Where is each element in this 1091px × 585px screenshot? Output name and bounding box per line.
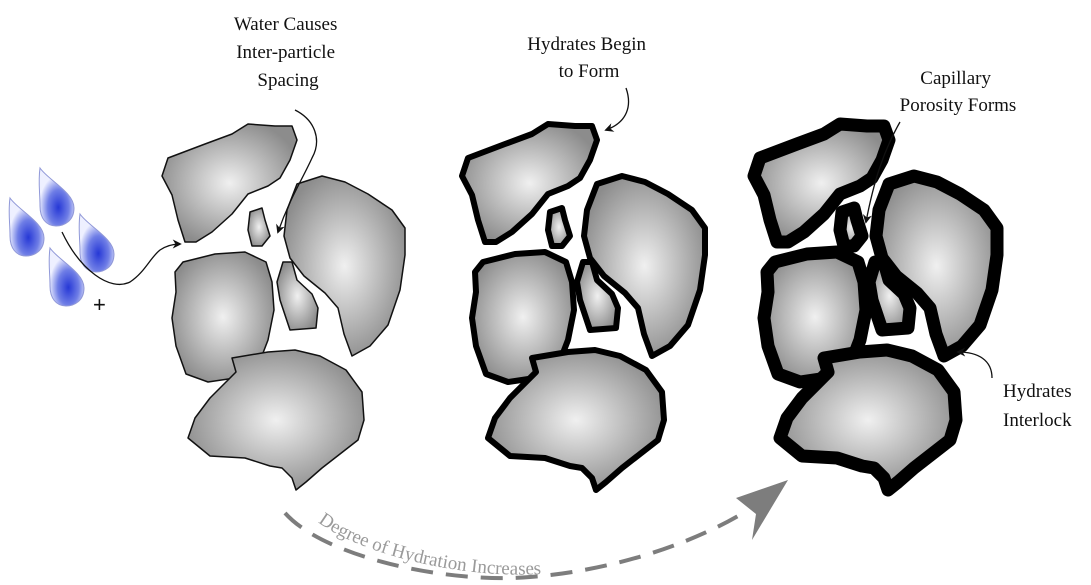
stage-3-particles: [754, 124, 997, 490]
degree-of-hydration-label: Degree of Hydration Increases: [315, 509, 542, 580]
water-drop-1: [39, 168, 74, 226]
hydration-progress-arrow: Degree of Hydration Increases: [285, 480, 788, 580]
progress-arrowhead: [736, 480, 788, 540]
label-hydrates-interlock: Hydrates Interlock: [1003, 381, 1076, 431]
label-capillary-porosity: Capillary Porosity Forms: [900, 68, 1017, 116]
label-water-causes: Water Causes Inter-particle Spacing: [234, 14, 342, 91]
water-drop-3: [79, 214, 114, 272]
hydrates-begin-pointer: [606, 88, 629, 130]
water-drop-4: [49, 248, 84, 306]
stage-1-particles: [162, 124, 405, 490]
stage-2-particles: [462, 124, 705, 490]
label-hydrates-begin: Hydrates Begin to Form: [527, 34, 650, 82]
plus-sign: +: [93, 292, 106, 317]
interlock-pointer: [958, 352, 992, 378]
water-drop-2: [9, 198, 44, 256]
water-drops: +: [9, 168, 114, 317]
